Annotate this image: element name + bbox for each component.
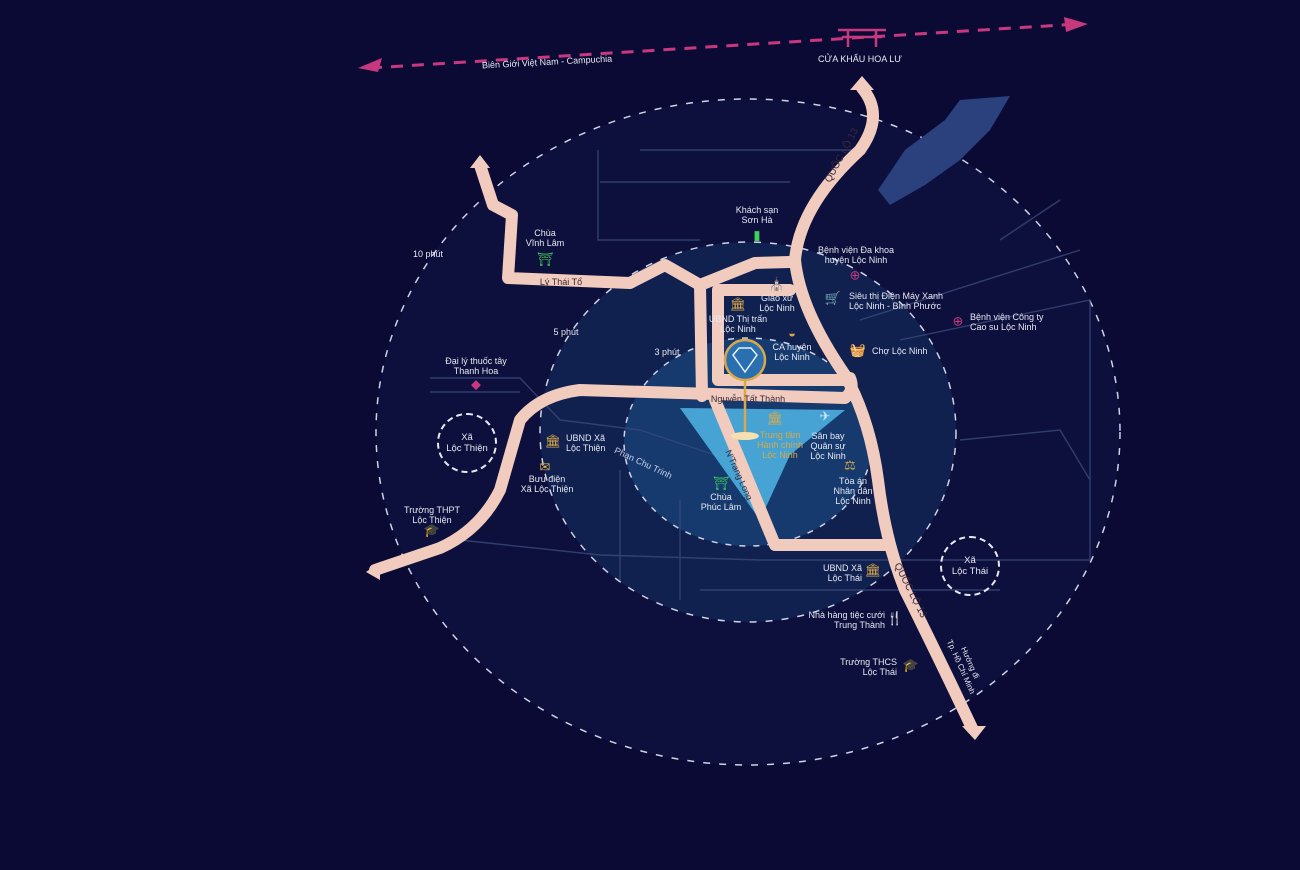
place-cho: Chợ Lộc Ninh xyxy=(872,346,928,356)
place-ca-huyen: CA huyện Lộc Ninh xyxy=(772,342,812,362)
place-khach-san: Khách sạn Sơn Hà xyxy=(735,205,779,225)
place-sieu-thi: Siêu thị Điện Máy Xanh Lộc Ninh - Bình P… xyxy=(849,291,944,311)
arrow-ly-thai-to xyxy=(470,155,490,168)
place-buu-dien: Bưu điện Xã Lộc Thiện xyxy=(520,474,574,494)
place-chua-vinh-lam: Chùa Vĩnh Lâm xyxy=(525,228,565,248)
government-icon-3: 🏛 xyxy=(864,562,882,578)
pin-base xyxy=(731,432,759,440)
place-dai-ly-thuoc: Đại lý thuốc tây Thanh Hoa xyxy=(445,356,507,376)
minor-streets xyxy=(430,149,1091,600)
place-chua-phuc-lam: Chùa Phúc Lâm xyxy=(700,492,742,512)
place-benh-vien-da-khoa: Bệnh viện Đa khoa huyện Lộc Ninh xyxy=(817,245,895,265)
hotel-icon: ▮ xyxy=(753,227,761,243)
place-nha-hang: Nhà hàng tiệc cưới Trung Thành xyxy=(808,610,885,630)
hospital-icon-2: ⊕ xyxy=(952,313,964,329)
graduation-cap-icon-2: 🎓 xyxy=(902,657,920,673)
road-nguyen-tat-thanh xyxy=(369,372,858,576)
road-label-ly-thai-to: Lý Thái Tổ xyxy=(539,277,583,287)
road-vertical xyxy=(694,279,708,402)
diamond-icon xyxy=(732,347,758,374)
place-ubnd-loc-thien: UBND Xã Lộc Thiện xyxy=(566,433,606,453)
temple-icon: ⛩ xyxy=(536,251,554,267)
place-toa-an: Tòa án Nhân dân Lộc Ninh xyxy=(833,476,873,506)
church-icon: ⛪ xyxy=(768,276,786,292)
place-san-bay: Sân bay Quân sự Lộc Ninh xyxy=(810,431,846,461)
place-ubnd-loc-thai: UBND Xã Lộc Thái xyxy=(822,563,862,583)
cart-icon: 🛒 xyxy=(824,290,842,306)
border-arrow-right xyxy=(1064,17,1088,32)
ring-label-3: 3 phút xyxy=(654,347,680,357)
place-thcs: Trường THCS Lộc Thái xyxy=(840,657,897,677)
zone-loc-thien: Xã Lộc Thiện xyxy=(437,413,497,473)
scales-icon: ⚖ xyxy=(844,457,856,473)
project-zone xyxy=(680,408,845,520)
road-label-nguyen-tat-thanh: Nguyễn Tất Thành xyxy=(710,394,786,404)
diamond-logo xyxy=(723,338,767,382)
ring-label-10: 10 phút xyxy=(412,249,444,259)
temple-icon-2: ⛩ xyxy=(712,475,730,491)
road-loop xyxy=(712,284,856,386)
airplane-icon: ✈ xyxy=(819,408,831,424)
place-ubnd-thi-tran: UBND Thị trấn Lộc Ninh xyxy=(708,314,768,334)
arrow-ql13-south xyxy=(962,726,986,740)
arrow-ql13-north xyxy=(850,76,874,90)
zone-loc-thai: Xã Lộc Thái xyxy=(940,536,1000,596)
restaurant-icon: 🍴 xyxy=(886,610,904,626)
border-arrow-left xyxy=(358,58,382,72)
border-line xyxy=(369,22,1079,70)
zone-loc-thai-label: Xã Lộc Thái xyxy=(951,555,989,577)
government-icon-2: 🏛 xyxy=(544,433,562,449)
graduation-cap-icon: 🎓 xyxy=(423,522,441,538)
main-roads xyxy=(369,82,978,734)
road-ly-thai-to xyxy=(474,159,796,291)
police-icon: ◒ xyxy=(788,325,796,341)
hospital-icon: ⊕ xyxy=(849,267,861,283)
place-benh-vien-cao-su: Bệnh viện Công ty Cao su Lộc Ninh xyxy=(970,312,1044,332)
zone-loc-thien-label: Xã Lộc Thiện xyxy=(446,432,488,454)
arrow-west xyxy=(366,562,380,580)
road-ntrang-long xyxy=(709,394,891,551)
admin-center-icon: 🏛 xyxy=(766,410,784,426)
government-icon: 🏛 xyxy=(729,296,747,312)
gate-label: CỬA KHẨU HOA LƯ xyxy=(818,54,902,64)
place-trung-tam: Trung tâm Hành chính Lộc Ninh xyxy=(756,430,804,460)
mail-icon: ✉ xyxy=(539,459,551,475)
place-giao-xu: Giáo xứ Lộc Ninh xyxy=(759,293,795,313)
pharmacy-icon: ◆ xyxy=(471,376,481,392)
gate-icon xyxy=(838,28,886,47)
basket-icon: 🧺 xyxy=(849,342,867,358)
ring-label-5: 5 phút xyxy=(553,327,579,337)
lake xyxy=(878,96,1010,205)
place-thpt: Trường THPT Lộc Thiện xyxy=(404,505,460,525)
